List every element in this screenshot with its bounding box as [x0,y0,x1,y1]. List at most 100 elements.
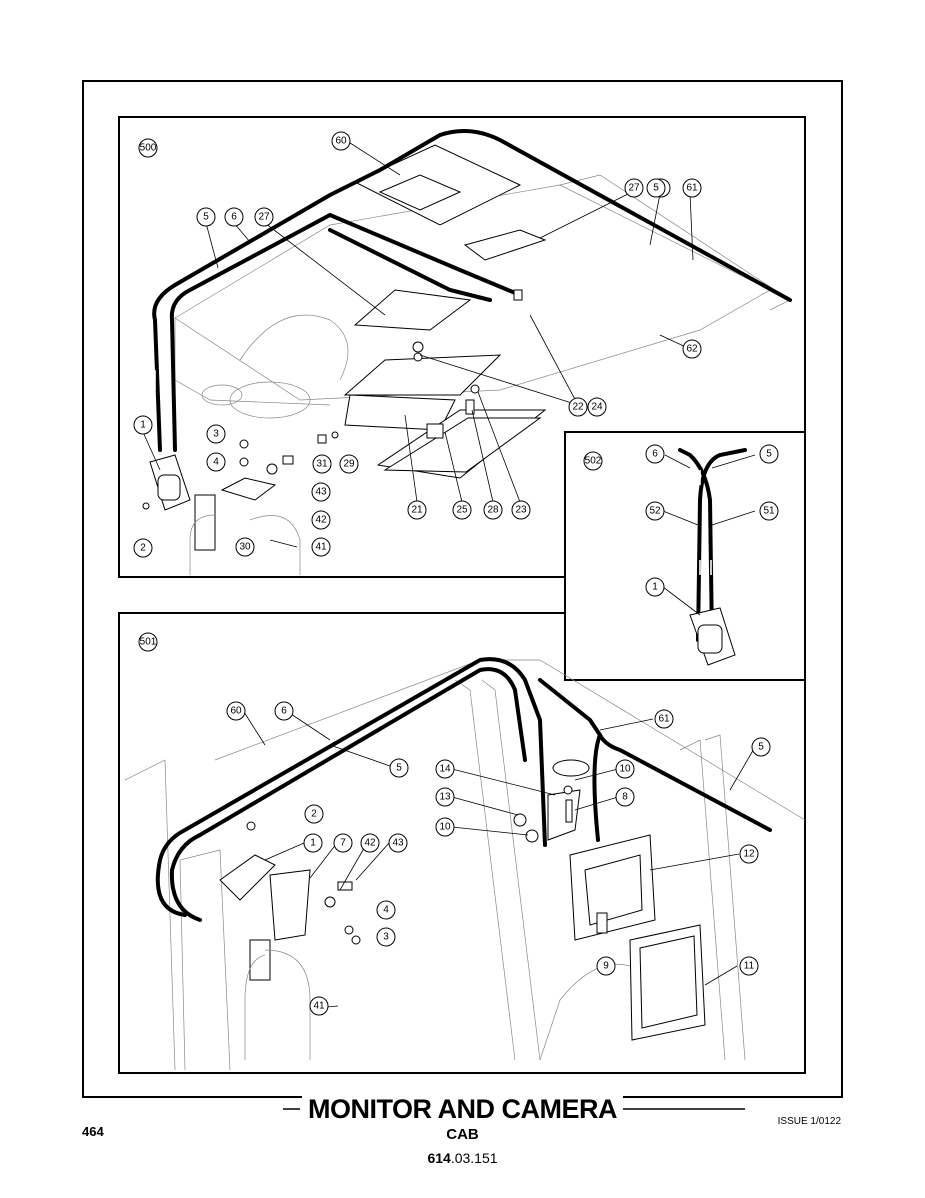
callout-v500-28-label: 28 [487,505,499,516]
callout-v500-23-bubble [511,500,531,520]
callout-v500-21-label: 21 [411,505,423,516]
callout-v501-7-label: 7 [340,838,346,849]
callout-v500-30-bubble [235,537,255,557]
callout-v502-51-label: 51 [763,506,775,517]
view-500-frame [118,116,806,578]
callout-v500-27-label: 27 [258,212,270,223]
callout-v501-60-bubble [226,701,246,721]
callout-v500-1-bubble [133,415,153,435]
callout-v501-5-label: 5 [758,742,764,753]
page-subtitle: CAB [446,1126,479,1143]
callout-v500-42-label: 42 [315,515,327,526]
callout-leaders [142,140,756,1009]
callout-v501-60-label: 60 [230,706,242,717]
view-502-frame [564,431,806,681]
callout-v502-1-bubble [645,577,665,597]
callout-v500-30-label: 30 [239,542,251,553]
callout-v500-27-bubble [624,178,644,198]
callout-v502-52-label: 52 [649,506,661,517]
callout-v500-61-label: 61 [686,183,698,194]
page-title: MONITOR AND CAMERA [302,1094,623,1124]
callout-v500-25-bubble [452,500,472,520]
callout-v500-43-label: 43 [315,487,327,498]
callout-v501-43-label: 43 [392,838,404,849]
callout-v502-6-label: 6 [652,449,658,460]
callout-v501-4-bubble [376,900,396,920]
callout-v500-25-label: 25 [456,505,468,516]
callout-v500-21-bubble [407,500,427,520]
callout-v501-3-label: 3 [383,932,389,943]
view-id-501-label: 501 [140,637,157,648]
callout-v501-2-label: 2 [311,809,317,820]
callout-v501-6-bubble [274,701,294,721]
callout-v501-42-bubble [360,833,380,853]
callout-v501-10-bubble [435,817,455,837]
view-500-art [142,129,792,575]
callout-v500-6-label: 6 [231,212,237,223]
callout-v500-2-label: 2 [140,543,146,554]
title-rule-lines [283,1108,745,1110]
callout-v501-3-bubble [376,927,396,947]
callout-v501-8-label: 8 [622,792,628,803]
callout-v500-1-label: 1 [140,420,146,431]
callout-v502-5-bubble [759,444,779,464]
callout-v501-10-label: 10 [439,822,451,833]
callout-v500-43-bubble [311,482,331,502]
callout-bubbles: 5005015026027561562756222241343129434223… [133,131,779,1016]
callout-v501-41-label: 41 [313,1001,325,1012]
callout-v500-29-label: 29 [343,459,355,470]
callout-v501-42-label: 42 [364,838,376,849]
callout-v500-5-label: 5 [203,212,209,223]
callout-v500-22-label: 22 [572,402,584,413]
callout-v500-24-label: 24 [591,402,603,413]
callout-v501-1-label: 1 [310,838,316,849]
callout-v500-3-label: 3 [213,429,219,440]
part-number-prefix: 614 [427,1150,451,1166]
callout-v501-7-bubble [333,833,353,853]
callout-v500-24-bubble [587,397,607,417]
part-number: 614.03.151 [0,1150,925,1166]
callout-v500-2-bubble [133,538,153,558]
callout-v501-5-bubble [389,758,409,778]
callout-v500-41-label: 41 [315,542,327,553]
callout-v500-5-label: 5 [653,183,659,194]
callout-v500-27-label: 27 [628,183,640,194]
callout-v500-62-label: 62 [686,344,698,355]
callout-v500-41-bubble [311,537,331,557]
callout-v500-4-bubble [206,452,226,472]
callout-v500-28-bubble [483,500,503,520]
callout-v500-6-bubble [224,207,244,227]
callout-v501-1-bubble [303,833,323,853]
callout-v501-13-bubble [435,787,455,807]
callout-v501-10-label: 10 [619,764,631,775]
callout-v500-62-bubble [682,339,702,359]
callout-v501-8-bubble [615,787,635,807]
callout-v500-5-bubble [646,178,666,198]
callout-v502-6-bubble [645,444,665,464]
callout-v501-11-bubble [739,956,759,976]
callout-v501-61-label: 61 [658,714,670,725]
callout-v501-12-bubble [739,844,759,864]
callout-v501-41-bubble [309,996,329,1016]
page-number: 464 [82,1124,104,1139]
view-id-502-bubble [583,451,603,471]
callout-v501-6-label: 6 [281,706,287,717]
callout-v500-3-bubble [206,424,226,444]
title-rule: MONITOR AND CAMERA [0,1094,925,1124]
callout-v501-12-label: 12 [743,849,755,860]
issue-label: ISSUE 1/0122 [777,1116,841,1127]
callout-v501-5-bubble [751,737,771,757]
callout-v500-31-bubble [312,454,332,474]
part-number-suffix: .03.151 [450,1150,498,1166]
callout-v500-61-bubble [682,178,702,198]
callout-v502-51-bubble [759,501,779,521]
callout-v500-22-bubble [568,397,588,417]
view-id-500-label: 500 [140,143,157,154]
callout-v500-29-bubble [339,454,359,474]
view-501-frame [118,612,806,1074]
callout-v500-23-label: 23 [515,505,527,516]
callout-v500-4-label: 4 [213,457,219,468]
view-id-500-bubble [138,138,158,158]
callout-v501-11-label: 11 [744,961,755,972]
